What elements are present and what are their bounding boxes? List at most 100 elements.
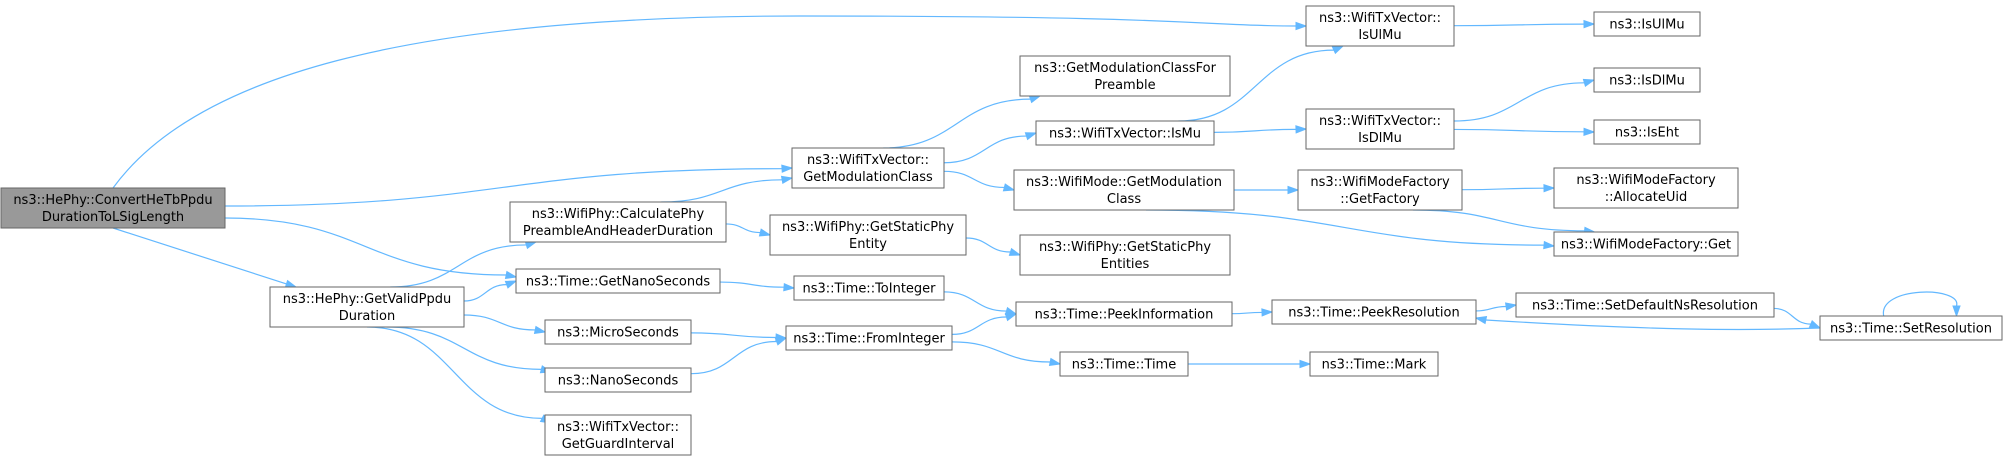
- node-box: [791, 147, 945, 189]
- node-allocateUid[interactable]: ns3::WifiModeFactory::AllocateUid: [1553, 167, 1739, 209]
- edge-arrowhead: [774, 337, 788, 346]
- node-isDlMu[interactable]: ns3::IsDlMu: [1593, 67, 1701, 93]
- edge-getValidPpduDuration-to-getGuardInterval: [366, 326, 553, 424]
- node-label: DurationToLSigLength: [42, 210, 184, 225]
- node-label: ns3::WifiTxVector::IsMu: [1049, 127, 1201, 142]
- edge-arrowhead: [1048, 357, 1062, 367]
- node-label: Duration: [339, 309, 395, 324]
- edge-arrowhead: [524, 241, 538, 250]
- edge-arrowhead: [504, 270, 518, 280]
- node-box: [269, 286, 465, 328]
- node-txIsUlMu[interactable]: ns3::WifiTxVector::IsUlMu: [1305, 5, 1455, 47]
- node-label: ns3::HePhy::ConvertHeTbPpdu: [13, 193, 212, 208]
- edge-microSeconds-to-fromInteger: [690, 332, 788, 342]
- node-isUlMu[interactable]: ns3::IsUlMu: [1593, 11, 1701, 37]
- edge-line: [1412, 209, 1585, 232]
- edge-line: [1461, 187, 1545, 191]
- node-label: ns3::WifiPhy::CalculatePhy: [532, 207, 705, 222]
- node-setDefaultNsResolution[interactable]: ns3::Time::SetDefaultNsResolution: [1515, 292, 1775, 318]
- edge-arrowhead: [1299, 359, 1312, 369]
- node-isMu[interactable]: ns3::WifiTxVector::IsMu: [1035, 120, 1215, 146]
- edge-line: [1453, 82, 1585, 122]
- node-peekInformation[interactable]: ns3::Time::PeekInformation: [1015, 301, 1233, 327]
- node-modeFactoryGetFactory[interactable]: ns3::WifiModeFactory::GetFactory: [1297, 169, 1463, 211]
- edge-line: [951, 316, 1007, 335]
- edge-line: [725, 223, 761, 234]
- edge-root-to-getValidPpduDuration: [112, 227, 298, 288]
- edge-line: [1773, 307, 1811, 325]
- node-wifiModeGetModClass[interactable]: ns3::WifiMode::GetModulationClass: [1013, 169, 1235, 211]
- node-timeMark[interactable]: ns3::Time::Mark: [1309, 351, 1439, 377]
- node-calcPhyPreamble[interactable]: ns3::WifiPhy::CalculatePhyPreambleAndHea…: [509, 201, 727, 243]
- edge-toInteger-to-peekInformation: [943, 291, 1018, 315]
- node-txIsDlMu[interactable]: ns3::WifiTxVector::IsDlMu: [1305, 108, 1455, 150]
- node-label: ns3::WifiModeFactory::Get: [1561, 238, 1731, 253]
- edge-txIsDlMu-to-isEht: [1453, 127, 1596, 137]
- edge-line: [1485, 319, 1821, 331]
- node-getNanoSeconds[interactable]: ns3::Time::GetNanoSeconds: [515, 268, 721, 294]
- node-modeFactoryGet[interactable]: ns3::WifiModeFactory::Get: [1553, 231, 1739, 257]
- edges-layer: [112, 15, 1961, 424]
- node-box: [769, 214, 967, 256]
- edge-line: [690, 340, 777, 375]
- edge-wifiModeGetModClass-to-modeFactoryGet: [1145, 209, 1556, 250]
- edge-calcPhyPreamble-to-getStaticPhyEntity: [725, 223, 772, 237]
- node-label: IsDlMu: [1358, 131, 1402, 146]
- edge-line: [1453, 23, 1585, 27]
- edge-peekInformation-to-peekResolution: [1231, 308, 1274, 317]
- node-label: Preamble: [1094, 78, 1155, 93]
- edge-root-to-getModulationClass: [224, 164, 794, 207]
- node-getGuardInterval[interactable]: ns3::WifiTxVector::GetGuardInterval: [544, 414, 692, 456]
- edge-isMu-to-txIsDlMu: [1213, 125, 1308, 134]
- edge-line: [1213, 128, 1297, 133]
- edge-line: [690, 332, 777, 339]
- node-label: ns3::WifiTxVector::: [807, 153, 929, 168]
- edge-getModulationClass-to-wifiModeGetModClass: [943, 170, 1016, 192]
- node-box: [544, 319, 692, 345]
- edge-arrowhead: [1543, 183, 1556, 193]
- node-timeTime[interactable]: ns3::Time::Time: [1059, 351, 1189, 377]
- edge-line: [463, 283, 507, 302]
- edge-peekResolution-to-setDefaultNsResolution: [1475, 302, 1518, 312]
- node-toInteger[interactable]: ns3::Time::ToInteger: [793, 275, 945, 301]
- node-box: [515, 268, 721, 294]
- edge-arrowhead: [1583, 19, 1596, 29]
- node-fromInteger[interactable]: ns3::Time::FromInteger: [785, 325, 953, 351]
- node-isEht[interactable]: ns3::IsEht: [1593, 119, 1701, 145]
- edge-arrowhead: [1474, 315, 1488, 325]
- node-getModulationClass[interactable]: ns3::WifiTxVector::GetModulationClass: [791, 147, 945, 189]
- edge-arrowhead: [1008, 247, 1022, 256]
- node-box: [793, 275, 945, 301]
- edge-getValidPpduDuration-to-calcPhyPreamble: [390, 241, 538, 288]
- edge-line: [943, 135, 1027, 164]
- node-microSeconds[interactable]: ns3::MicroSeconds: [544, 319, 692, 345]
- edge-arrowhead: [1028, 95, 1042, 104]
- edge-arrowhead: [1261, 308, 1274, 317]
- edge-line: [390, 244, 527, 288]
- node-label: ns3::Time::Time: [1072, 358, 1176, 373]
- node-box: [1593, 11, 1701, 37]
- edge-txIsDlMu-to-isDlMu: [1453, 78, 1596, 122]
- edge-arrowhead: [780, 175, 794, 185]
- node-nanoSeconds[interactable]: ns3::NanoSeconds: [544, 367, 692, 393]
- node-setResolution[interactable]: ns3::Time::SetResolution: [1819, 315, 2003, 341]
- edge-line: [1883, 291, 1958, 317]
- edge-arrowhead: [1504, 302, 1518, 311]
- edge-nanoSeconds-to-fromInteger: [690, 337, 788, 375]
- node-box: [1297, 169, 1463, 211]
- node-box: [1271, 299, 1477, 325]
- node-box: [0, 187, 226, 229]
- edge-getValidPpduDuration-to-microSeconds: [463, 314, 547, 334]
- node-peekResolution[interactable]: ns3::Time::PeekResolution: [1271, 299, 1477, 325]
- node-root[interactable]: ns3::HePhy::ConvertHeTbPpduDurationToLSi…: [0, 187, 226, 229]
- node-label: ns3::Time::FromInteger: [793, 332, 945, 347]
- edge-getModulationClass-to-isMu: [943, 132, 1038, 164]
- edge-root-to-getNanoSeconds: [224, 217, 518, 280]
- edge-fromInteger-to-peekInformation: [951, 313, 1018, 335]
- edge-arrowhead: [783, 282, 796, 292]
- node-label: ns3::WifiTxVector::: [1319, 11, 1441, 26]
